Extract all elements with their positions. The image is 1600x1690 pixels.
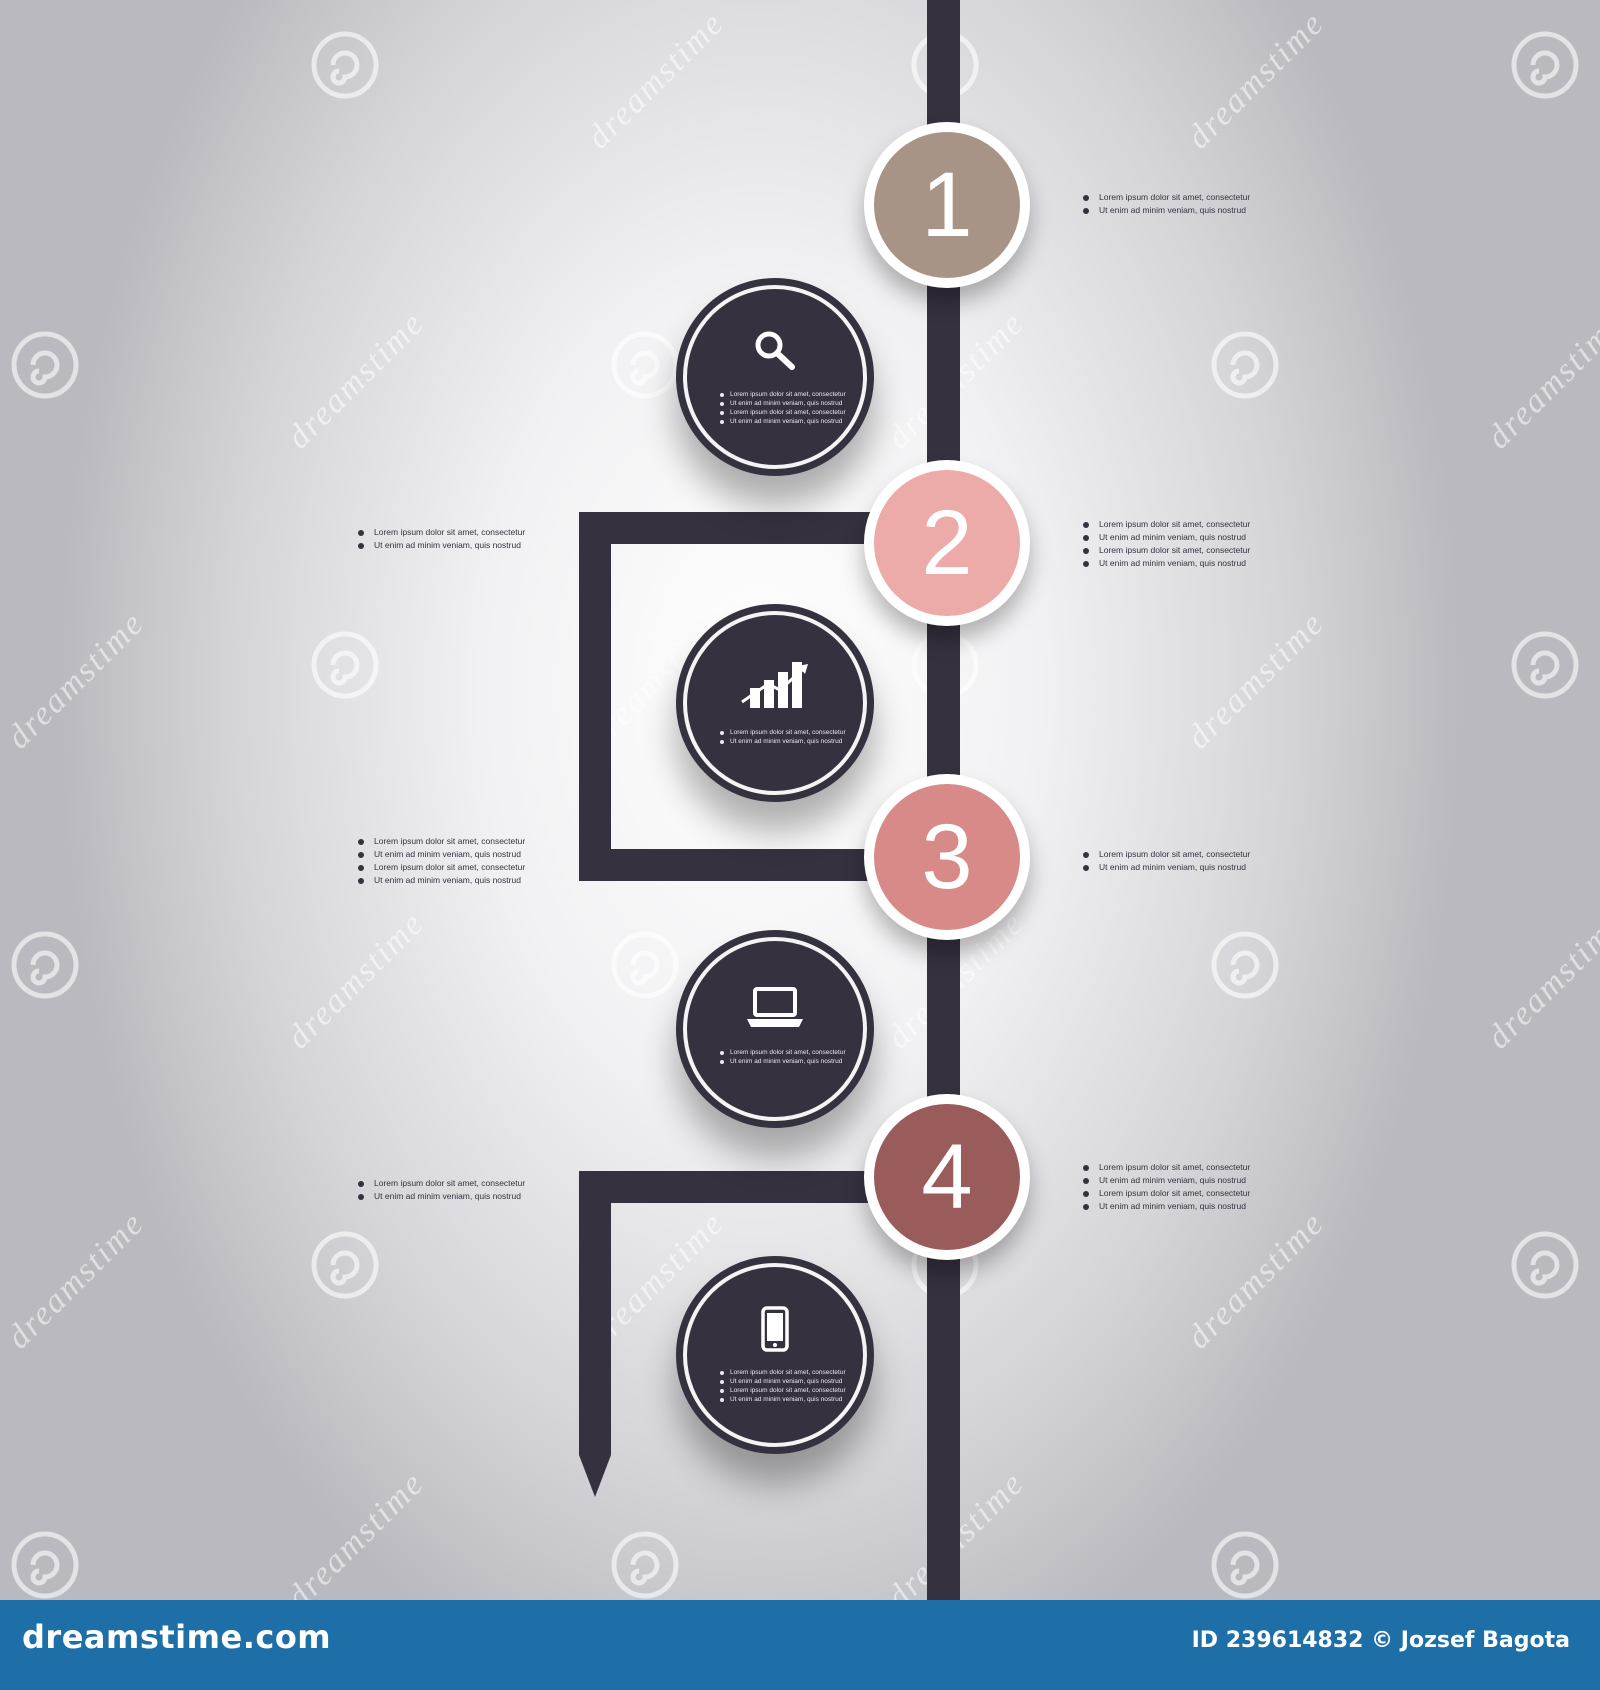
step-1-badge: 1	[864, 122, 1030, 288]
step-3-badge: 3	[864, 774, 1030, 940]
watermark-swirl-icon	[311, 631, 379, 699]
list-item: Ut enim ad minim veniam, quis nostrud	[720, 1377, 850, 1386]
step-3-left-list: Lorem ipsum dolor sit amet, consectetur …	[358, 835, 525, 887]
watermark-swirl-icon	[11, 931, 79, 999]
list-item: Lorem ipsum dolor sit amet, consectetur	[1083, 1187, 1250, 1200]
list-item: Ut enim ad minim veniam, quis nostrud	[358, 539, 525, 552]
list-item: Ut enim ad minim veniam, quis nostrud	[1083, 531, 1250, 544]
list-item: Lorem ipsum dolor sit amet, consectetur	[1083, 518, 1250, 531]
laptop-circle: Lorem ipsum dolor sit amet, consectetur …	[676, 930, 874, 1128]
watermark-swirl-icon	[611, 931, 679, 999]
footer-credit: ID 239614832 © Jozsef Bagota	[1191, 1628, 1570, 1653]
step-4-number: 4	[921, 1126, 973, 1228]
watermark-swirl-icon	[1211, 1531, 1279, 1599]
list-item: Lorem ipsum dolor sit amet, consectetur	[720, 728, 850, 737]
list-item: Lorem ipsum dolor sit amet, consectetur	[358, 1177, 525, 1190]
chart-circle: Lorem ipsum dolor sit amet, consectetur …	[676, 604, 874, 802]
smartphone-circle-text: Lorem ipsum dolor sit amet, consectetur …	[720, 1368, 850, 1404]
watermark-swirl-icon	[611, 1531, 679, 1599]
watermark-swirl-icon	[311, 1231, 379, 1299]
list-item: Ut enim ad minim veniam, quis nostrud	[1083, 1174, 1250, 1187]
watermark-swirl-icon	[1511, 31, 1579, 99]
step-1-right-list: Lorem ipsum dolor sit amet, consectetur …	[1083, 191, 1250, 217]
list-item: Ut enim ad minim veniam, quis nostrud	[1083, 861, 1250, 874]
step-3-right-list: Lorem ipsum dolor sit amet, consectetur …	[1083, 848, 1250, 874]
search-circle: Lorem ipsum dolor sit amet, consectetur …	[676, 278, 874, 476]
step-3-number: 3	[921, 806, 973, 908]
list-item: Lorem ipsum dolor sit amet, consectetur	[358, 861, 525, 874]
step-2-right-list: Lorem ipsum dolor sit amet, consectetur …	[1083, 518, 1250, 570]
watermark-swirl-icon	[11, 331, 79, 399]
list-item: Ut enim ad minim veniam, quis nostrud	[720, 1395, 850, 1404]
smartphone-icon	[676, 1306, 874, 1357]
branch-arrow-tip	[579, 1455, 611, 1497]
step-2-badge: 2	[864, 460, 1030, 626]
step-2-number: 2	[921, 492, 973, 594]
list-item: Ut enim ad minim veniam, quis nostrud	[720, 417, 850, 426]
smartphone-circle: Lorem ipsum dolor sit amet, consectetur …	[676, 1256, 874, 1454]
watermark-swirl-icon	[11, 1531, 79, 1599]
list-item: Lorem ipsum dolor sit amet, consectetur	[1083, 1161, 1250, 1174]
watermark-swirl-icon	[1511, 631, 1579, 699]
list-item: Lorem ipsum dolor sit amet, consectetur	[1083, 191, 1250, 204]
chart-circle-text: Lorem ipsum dolor sit amet, consectetur …	[720, 728, 850, 746]
list-item: Ut enim ad minim veniam, quis nostrud	[358, 848, 525, 861]
footer-brand[interactable]: dreamstime.com	[22, 1618, 332, 1656]
watermark-swirl-icon	[1211, 331, 1279, 399]
list-item: Ut enim ad minim veniam, quis nostrud	[720, 1057, 850, 1066]
list-item: Lorem ipsum dolor sit amet, consectetur	[1083, 544, 1250, 557]
list-item: Lorem ipsum dolor sit amet, consectetur	[720, 1048, 850, 1057]
list-item: Ut enim ad minim veniam, quis nostrud	[1083, 557, 1250, 570]
watermark-swirl-icon	[1511, 1231, 1579, 1299]
watermark-swirl-icon	[311, 31, 379, 99]
laptop-circle-text: Lorem ipsum dolor sit amet, consectetur …	[720, 1048, 850, 1066]
step-4-left-list: Lorem ipsum dolor sit amet, consectetur …	[358, 1177, 525, 1203]
list-item: Lorem ipsum dolor sit amet, consectetur	[1083, 848, 1250, 861]
list-item: Ut enim ad minim veniam, quis nostrud	[1083, 204, 1250, 217]
list-item: Ut enim ad minim veniam, quis nostrud	[720, 737, 850, 746]
list-item: Lorem ipsum dolor sit amet, consectetur	[358, 526, 525, 539]
list-item: Lorem ipsum dolor sit amet, consectetur	[358, 835, 525, 848]
watermark-swirl-icon	[1211, 931, 1279, 999]
list-item: Lorem ipsum dolor sit amet, consectetur	[720, 408, 850, 417]
search-icon	[676, 328, 874, 377]
footer-bar: dreamstime.com ID 239614832 © Jozsef Bag…	[0, 1600, 1600, 1690]
list-item: Ut enim ad minim veniam, quis nostrud	[358, 1190, 525, 1203]
step-4-right-list: Lorem ipsum dolor sit amet, consectetur …	[1083, 1161, 1250, 1213]
list-item: Lorem ipsum dolor sit amet, consectetur	[720, 390, 850, 399]
list-item: Lorem ipsum dolor sit amet, consectetur	[720, 1368, 850, 1377]
step-4-badge: 4	[864, 1094, 1030, 1260]
step-1-number: 1	[921, 154, 973, 256]
search-circle-text: Lorem ipsum dolor sit amet, consectetur …	[720, 390, 850, 426]
laptop-icon	[676, 987, 874, 1034]
step-2-left-list: Lorem ipsum dolor sit amet, consectetur …	[358, 526, 525, 552]
list-item: Ut enim ad minim veniam, quis nostrud	[1083, 1200, 1250, 1213]
list-item: Lorem ipsum dolor sit amet, consectetur	[720, 1386, 850, 1395]
list-item: Ut enim ad minim veniam, quis nostrud	[358, 874, 525, 887]
list-item: Ut enim ad minim veniam, quis nostrud	[720, 399, 850, 408]
bar-chart-growth-icon	[676, 658, 874, 715]
timeline-loop-connector	[579, 512, 945, 881]
timeline-branch-connector	[579, 1171, 945, 1455]
